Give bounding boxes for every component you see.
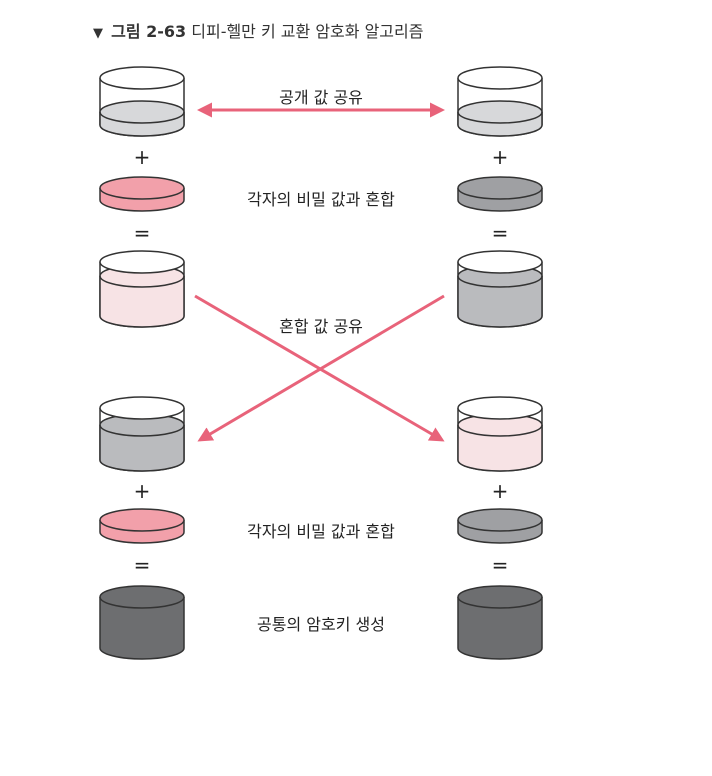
plus-sign-left-bottom: + [133, 479, 151, 503]
label-mix-secret-top: 각자의 비밀 값과 혼합 [247, 190, 395, 209]
mixed-value-cup-left [99, 250, 185, 328]
triangle-marker-icon: ▼ [93, 26, 103, 41]
secret-disc-left-bottom [99, 508, 185, 544]
secret-disc-right-bottom [457, 508, 543, 544]
figure-title: 디피-헬만 키 교환 암호화 알고리즘 [191, 22, 424, 41]
common-key-cylinder-right [457, 585, 543, 660]
plus-sign-left-top: + [133, 145, 151, 169]
equals-sign-right-bottom: = [491, 553, 509, 577]
label-mix-secret-bottom: 각자의 비밀 값과 혼합 [247, 522, 395, 541]
label-share-public: 공개 값 공유 [279, 88, 363, 107]
mixed-value-cup-right [457, 250, 543, 328]
figure-number: 그림 2-63 [111, 22, 187, 41]
secret-disc-left [99, 176, 185, 212]
label-share-mixed: 혼합 값 공유 [279, 317, 363, 336]
equals-sign-left-bottom: = [133, 553, 151, 577]
figure-caption: ▼ 그림 2-63 디피-헬만 키 교환 암호화 알고리즘 [93, 18, 423, 42]
label-common-key: 공통의 암호키 생성 [257, 615, 385, 634]
common-key-cylinder-left [99, 585, 185, 660]
secret-disc-right [457, 176, 543, 212]
share-mixed-arrow-right-to-left [197, 294, 445, 442]
equals-sign-right-top: = [491, 221, 509, 245]
public-value-cup-left [99, 66, 185, 137]
received-mixed-cup-left [99, 396, 185, 472]
plus-sign-right-top: + [491, 145, 509, 169]
received-mixed-cup-right [457, 396, 543, 472]
share-mixed-arrow-left-to-right [194, 294, 445, 442]
public-value-cup-right [457, 66, 543, 137]
equals-sign-left-top: = [133, 221, 151, 245]
plus-sign-right-bottom: + [491, 479, 509, 503]
